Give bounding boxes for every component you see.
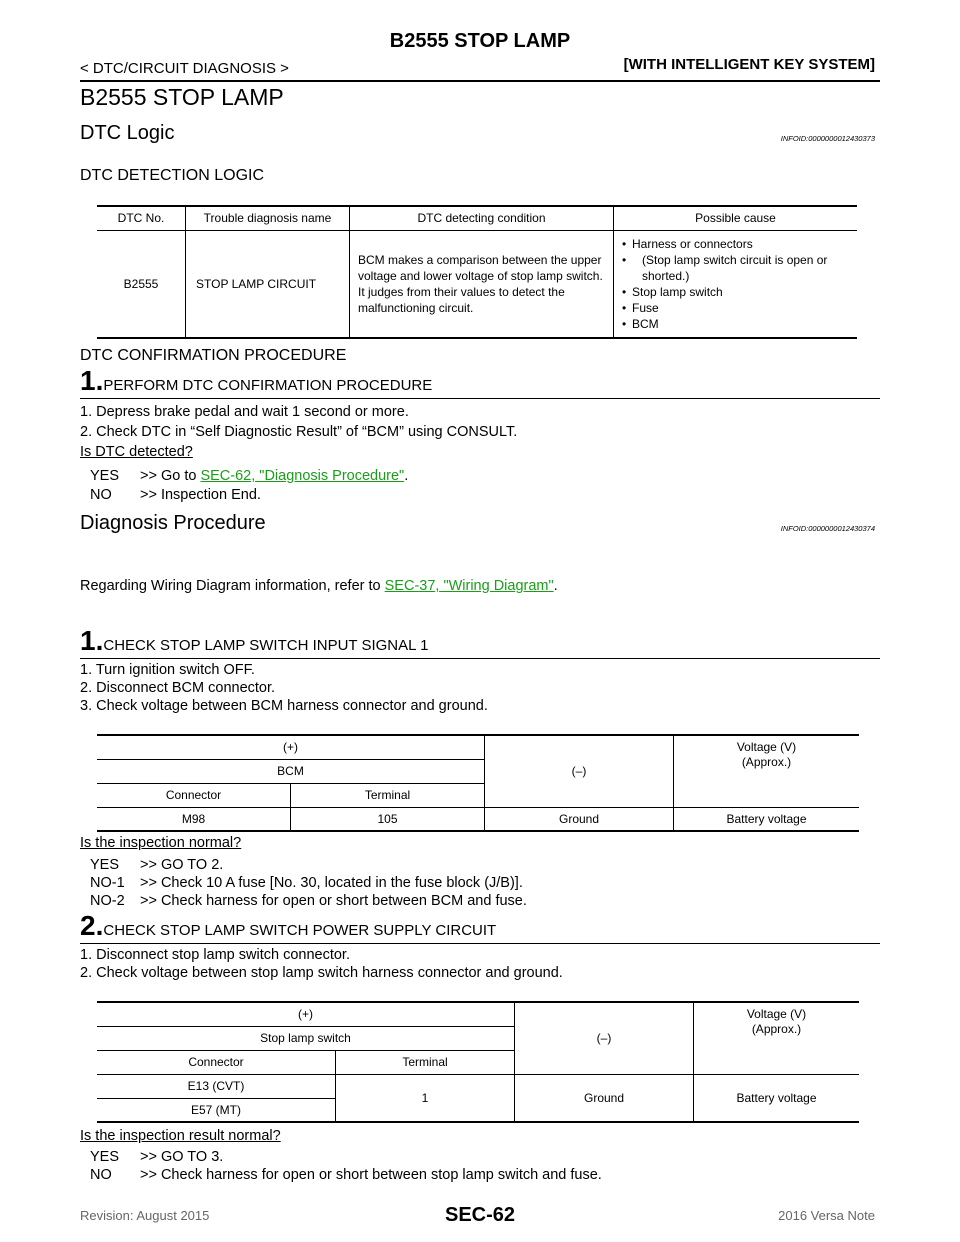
step-number: 2. xyxy=(80,910,104,941)
cell-voltage: Battery voltage xyxy=(726,811,807,826)
cell-connector-mt: E57 (MT) xyxy=(97,1098,336,1122)
cell-ground: Ground xyxy=(514,1074,694,1123)
step-rule xyxy=(80,658,880,659)
voltage-label: Voltage (V) xyxy=(736,740,797,754)
answer-text: >> Check harness for open or short betwe… xyxy=(140,893,527,909)
minus-header: (–) xyxy=(514,1002,694,1075)
plus-header: (+) xyxy=(97,735,485,760)
unit-header: BCM xyxy=(97,759,485,784)
step1-voltage-table: (+) (–) Voltage (V) (Approx.) BCM Connec… xyxy=(97,734,859,832)
header-section: < DTC/CIRCUIT DIAGNOSIS > xyxy=(80,60,289,77)
step-rule xyxy=(80,398,880,399)
cause-item: Stop lamp switch xyxy=(622,284,853,300)
regarding-prefix: Regarding Wiring Diagram information, re… xyxy=(80,578,385,594)
dtc-logic-table: DTC No. Trouble diagnosis name DTC detec… xyxy=(97,205,857,339)
instruction-line: 2. Check DTC in “Self Diagnostic Result”… xyxy=(80,424,518,440)
question: Is DTC detected? xyxy=(80,444,193,460)
answer-prefix: >> Go to xyxy=(140,468,201,484)
answer-text: >> Inspection End. xyxy=(140,487,261,503)
header-title: B2555 STOP LAMP xyxy=(389,30,571,52)
col-condition: DTC detecting condition xyxy=(349,206,614,230)
connector-header: Connector xyxy=(97,783,291,807)
step-text: CHECK STOP LAMP SWITCH POWER SUPPLY CIRC… xyxy=(103,922,497,939)
col-dtc-no: DTC No. xyxy=(97,206,186,230)
dtc-detection-logic-heading: DTC DETECTION LOGIC xyxy=(80,167,265,184)
step2-voltage-table: (+) (–) Voltage (V) (Approx.) Stop lamp … xyxy=(97,1001,859,1123)
diagnosis-heading: Diagnosis Procedure xyxy=(80,512,266,534)
cell-dtc-no: B2555 xyxy=(97,230,186,338)
terminal-header: Terminal xyxy=(335,1050,515,1074)
step-text: CHECK STOP LAMP SWITCH INPUT SIGNAL 1 xyxy=(103,637,429,654)
answer-label: NO xyxy=(90,1167,112,1183)
question: Is the inspection normal? xyxy=(80,835,242,851)
connector-header: Connector xyxy=(97,1050,336,1074)
col-name: Trouble diagnosis name xyxy=(185,206,350,230)
cell-condition: BCM makes a comparison between the upper… xyxy=(349,230,614,338)
cause-item-detail: (Stop lamp switch circuit is open or sho… xyxy=(622,252,853,284)
step-text: PERFORM DTC CONFIRMATION PROCEDURE xyxy=(103,377,433,394)
answer-label: YES xyxy=(90,1149,120,1165)
voltage-header: Voltage (V) (Approx.) xyxy=(673,735,859,808)
unit-header: Stop lamp switch xyxy=(97,1026,515,1051)
answer-text: >> GO TO 2. xyxy=(140,857,224,873)
answer-suffix: . xyxy=(404,468,409,484)
voltage-label: Voltage (V) xyxy=(746,1007,807,1021)
cause-item: Fuse xyxy=(622,300,853,316)
cause-item: BCM xyxy=(622,316,853,332)
answer-label: NO-2 xyxy=(90,893,125,909)
instruction-line: 2. Check voltage between stop lamp switc… xyxy=(80,965,563,981)
cell-ground: Ground xyxy=(484,807,674,831)
step2-title: 2.CHECK STOP LAMP SWITCH POWER SUPPLY CI… xyxy=(80,910,496,942)
answer-label: YES xyxy=(90,857,120,873)
cell-connector: M98 xyxy=(97,807,291,831)
step1-title: 1.CHECK STOP LAMP SWITCH INPUT SIGNAL 1 xyxy=(80,625,428,657)
instruction-line: 1. Depress brake pedal and wait 1 second… xyxy=(80,404,409,420)
answer-text: >> Check harness for open or short betwe… xyxy=(140,1167,602,1183)
plus-header: (+) xyxy=(97,1002,515,1027)
instruction-line: 1. Turn ignition switch OFF. xyxy=(80,662,255,678)
approx-label: (Approx.) xyxy=(741,755,792,769)
instruction-line: 1. Disconnect stop lamp switch connector… xyxy=(80,947,350,963)
link-diagnosis-procedure[interactable]: SEC-62, "Diagnosis Procedure" xyxy=(200,468,405,484)
cell-terminal: 1 xyxy=(335,1074,515,1123)
step-confirm-title: 1.PERFORM DTC CONFIRMATION PROCEDURE xyxy=(80,365,432,397)
answer-text: >> GO TO 3. xyxy=(140,1149,224,1165)
step-rule xyxy=(80,943,880,944)
voltage-header: Voltage (V) (Approx.) xyxy=(693,1002,859,1075)
footer-model: 2016 Versa Note xyxy=(778,1208,875,1223)
cell-connector-cvt: E13 (CVT) xyxy=(97,1074,336,1099)
dtc-logic-heading: DTC Logic xyxy=(80,122,175,144)
step-number: 1. xyxy=(80,365,104,396)
footer-page-id: SEC-62 xyxy=(444,1204,516,1226)
answer-text: >> Check 10 A fuse [No. 30, located in t… xyxy=(140,875,523,891)
instruction-line: 3. Check voltage between BCM harness con… xyxy=(80,698,488,714)
dtc-logic-infoid: INFOID:0000000012430373 xyxy=(780,134,875,143)
cause-item: Harness or connectors xyxy=(622,236,853,252)
answer-label: NO-1 xyxy=(90,875,125,891)
approx-label: (Approx.) xyxy=(751,1022,802,1036)
cell-voltage: Battery voltage xyxy=(693,1074,859,1123)
minus-header: (–) xyxy=(484,735,674,808)
cell-name: STOP LAMP CIRCUIT xyxy=(185,230,350,338)
page-title: B2555 STOP LAMP xyxy=(80,84,284,110)
question: Is the inspection result normal? xyxy=(80,1128,281,1144)
answer-text: >> Go to SEC-62, "Diagnosis Procedure". xyxy=(140,468,408,484)
regarding-line: Regarding Wiring Diagram information, re… xyxy=(80,578,558,594)
diagnosis-infoid: INFOID:0000000012430374 xyxy=(780,524,875,533)
header-system: [WITH INTELLIGENT KEY SYSTEM] xyxy=(623,56,875,73)
dtc-confirmation-heading: DTC CONFIRMATION PROCEDURE xyxy=(80,347,347,364)
header-rule xyxy=(80,80,880,82)
col-cause: Possible cause xyxy=(695,211,776,226)
instruction-line: 2. Disconnect BCM connector. xyxy=(80,680,276,696)
link-wiring-diagram[interactable]: SEC-37, "Wiring Diagram" xyxy=(384,578,554,594)
terminal-header: Terminal xyxy=(290,783,485,807)
footer-revision: Revision: August 2015 xyxy=(80,1208,210,1223)
cell-causes: Harness or connectors (Stop lamp switch … xyxy=(614,230,858,338)
regarding-suffix: . xyxy=(553,578,558,594)
cell-terminal: 105 xyxy=(290,807,485,831)
answer-label: NO xyxy=(90,487,112,503)
step-number: 1. xyxy=(80,625,104,656)
answer-label: YES xyxy=(90,468,120,484)
